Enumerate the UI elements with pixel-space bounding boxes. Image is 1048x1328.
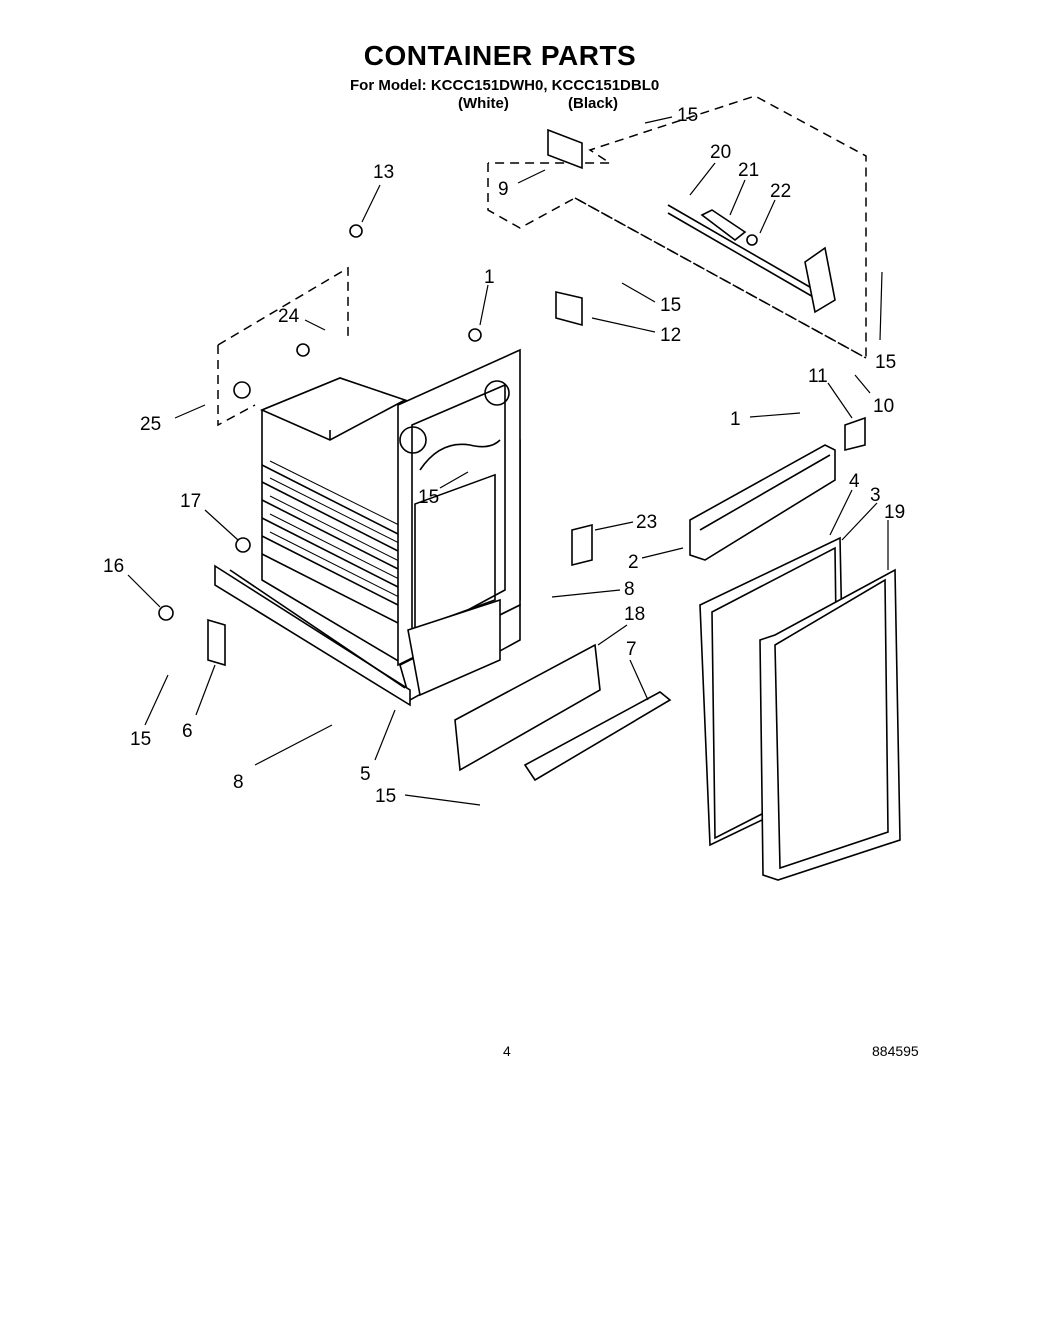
callout-12: 12 — [660, 325, 681, 346]
door-handle — [454, 643, 672, 782]
callout-23: 23 — [636, 512, 657, 533]
callout-25: 25 — [140, 414, 161, 435]
callout-3: 3 — [870, 485, 881, 506]
callout-9: 9 — [498, 179, 509, 200]
callout-10: 10 — [873, 396, 894, 417]
callout-1-right: 1 — [730, 409, 741, 430]
variant-white-label: (White) — [458, 95, 509, 112]
callout-15-bottom: 15 — [375, 786, 396, 807]
callout-16: 16 — [103, 556, 124, 577]
callout-15-right: 15 — [875, 352, 896, 373]
callout-15-mid: 15 — [660, 295, 681, 316]
callout-20: 20 — [710, 142, 731, 163]
door-gasket — [759, 568, 901, 881]
page-title: CONTAINER PARTS — [363, 40, 637, 71]
callout-15-left: 15 — [130, 729, 151, 750]
callout-11: 11 — [808, 366, 828, 387]
callout-8-left: 8 — [233, 772, 244, 793]
document-number: 884595 — [872, 1043, 919, 1059]
variant-black-label: (Black) — [568, 95, 619, 112]
callout-2: 2 — [628, 552, 639, 573]
callout-18: 18 — [624, 604, 645, 625]
callout-22: 22 — [770, 181, 791, 202]
hardware — [158, 224, 866, 667]
callout-13: 13 — [373, 162, 394, 183]
hinge-assembly-dashed-outline — [487, 95, 867, 360]
callout-24: 24 — [278, 306, 300, 327]
callout-4: 4 — [849, 471, 860, 492]
callout-21: 21 — [738, 160, 759, 181]
callout-15-top: 15 — [677, 105, 698, 126]
callout-1-top: 1 — [484, 267, 495, 288]
callout-19: 19 — [884, 502, 905, 523]
model-line: For Model: KCCC151DWH0, KCCC151DBL0 — [350, 77, 660, 94]
door-top-trim — [689, 444, 836, 561]
cabinet-body — [259, 348, 521, 702]
page-number: 4 — [503, 1043, 511, 1059]
callout-17: 17 — [180, 491, 201, 512]
left-hinge-dashed-outline — [217, 266, 349, 427]
leader-lines — [127, 116, 889, 806]
callout-8-right: 8 — [624, 579, 635, 600]
callout-15-center: 15 — [418, 487, 439, 508]
callout-7: 7 — [626, 639, 637, 660]
callout-6: 6 — [182, 721, 193, 742]
top-hinge-bar — [547, 128, 836, 314]
callout-5: 5 — [360, 764, 371, 785]
kick-plate — [214, 564, 411, 707]
